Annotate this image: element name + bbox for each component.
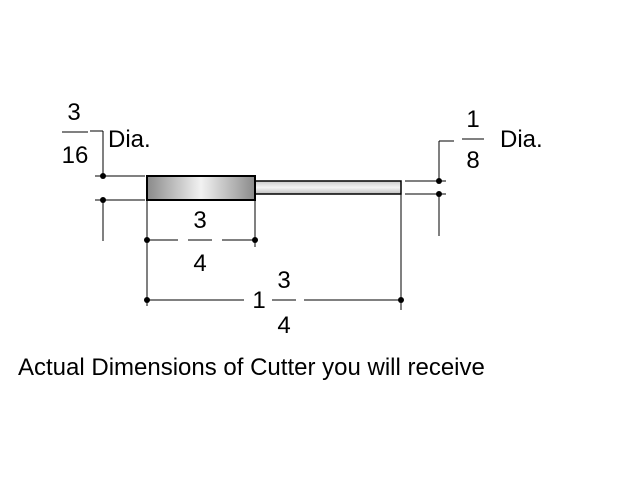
total-length-denominator: 4 [277, 312, 290, 339]
small-diameter-dimension: 3 16 Dia. [62, 99, 151, 241]
caption: Actual Dimensions of Cutter you will rec… [18, 354, 485, 381]
head-length-denominator: 4 [193, 250, 206, 277]
total-length-whole: 1 [252, 287, 265, 314]
head-length-dimension: 3 4 [144, 200, 258, 306]
cutter-shank [253, 180, 402, 195]
total-length-dimension: 1 3 4 [144, 194, 404, 339]
small-dia-label: Dia. [108, 126, 151, 153]
total-length-numerator: 3 [277, 267, 290, 294]
large-dia-denominator: 8 [466, 147, 479, 174]
cutter-head [146, 175, 256, 201]
large-diameter-dimension: 1 8 Dia. [405, 106, 543, 236]
large-dia-numerator: 1 [466, 106, 479, 133]
large-dia-label: Dia. [500, 126, 543, 153]
small-dia-numerator: 3 [67, 99, 80, 126]
small-dia-denominator: 16 [62, 142, 89, 169]
head-length-numerator: 3 [193, 207, 206, 234]
